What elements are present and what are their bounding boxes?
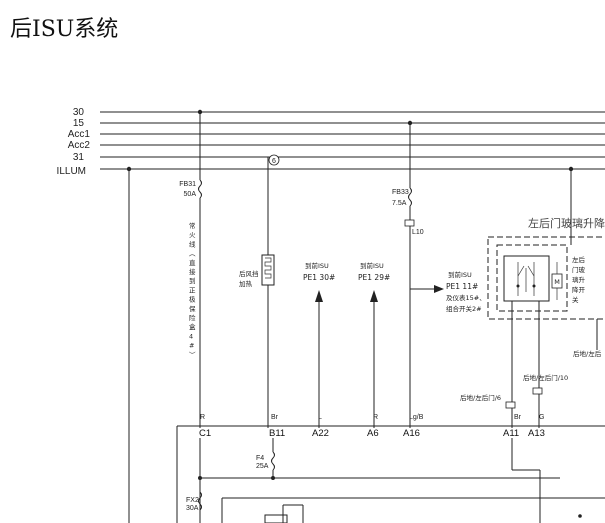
fb33-fuse-branch: FB33 7.5A L10 到前ISU PE1 11# 及仪表15#、 组合开关…: [392, 123, 486, 428]
window-lifter-module: 左后门玻璃升降 M 左后 门玻 璃升 降开 关: [487, 169, 605, 428]
pin-b11: B11: [269, 428, 285, 439]
bus-label-31: 31: [73, 152, 85, 163]
bus-label-acc1: Acc1: [68, 129, 91, 140]
to-pe1-29-line2: PE1 29#: [358, 273, 390, 282]
to-pe1-11-line1: 到前ISU: [448, 270, 472, 279]
wire-color-a22: L: [318, 414, 322, 421]
fx2-rating: 30A: [186, 505, 199, 512]
pin-a22: A22: [312, 428, 329, 439]
fb31-rating: 50A: [184, 191, 197, 198]
bus-label-acc2: Acc2: [68, 140, 91, 151]
to-pe1-11-line3: 及仪表15#、: [446, 293, 486, 302]
switch-label-5: 关: [572, 295, 579, 304]
node-marker: 6: [272, 158, 276, 165]
wire-color-c1: R: [200, 414, 205, 421]
isu-boundary: [176, 425, 605, 523]
wire-color-labels: R Br L R Lg/B Br G: [200, 414, 544, 421]
bus-label-15: 15: [73, 118, 85, 129]
bus-lines: [100, 111, 605, 170]
ground-labels: 后地/左后门/6 后地/左后门/10 后地/左后: [460, 349, 602, 409]
bus-label-30: 30: [73, 107, 85, 118]
wire-color-a13: G: [539, 414, 544, 421]
pin-c1: C1: [199, 428, 211, 439]
f4-rating: 25A: [256, 463, 269, 470]
fx2-name: FX2: [186, 497, 199, 504]
to-pe1-30-line2: PE1 30#: [303, 273, 335, 282]
heater-label-2: 加热: [239, 279, 253, 288]
pin-labels: C1 B11 A22 A6 A16 A11 A13: [199, 428, 545, 439]
pe1-30-branch: 到前ISU PE1 30#: [303, 261, 335, 428]
pe1-29-branch: 到前ISU PE1 29#: [358, 261, 390, 428]
pin-a16: A16: [403, 428, 420, 439]
ground-left-door-10: 后地/左后门/10: [523, 373, 568, 382]
bus-label-illum: ILLUM: [57, 166, 86, 177]
to-pe1-29-line1: 到前ISU: [360, 261, 384, 270]
svg-text:M: M: [554, 278, 560, 286]
to-pe1-11-line4: 组合开关2#: [446, 304, 482, 313]
to-pe1-30-line1: 到前ISU: [305, 261, 329, 270]
pin-a13: A13: [528, 428, 545, 439]
fb33-rating: 7.5A: [392, 200, 407, 207]
page-title: 后ISU系统: [10, 17, 118, 42]
bus-labels: 30 15 Acc1 Acc2 31 ILLUM: [57, 107, 91, 177]
ground-left-door-6: 后地/左后门/6: [460, 393, 501, 402]
to-pe1-11-line2: PE1 11#: [446, 282, 478, 291]
l10-label: L10: [412, 229, 424, 236]
wire-color-a6: R: [373, 414, 378, 421]
fb33-name: FB33: [392, 189, 409, 196]
switch-label-2: 门玻: [572, 265, 586, 274]
bus-junctions: [126, 109, 574, 172]
switch-label-3: 璃升: [572, 275, 586, 284]
switch-label-4: 降开: [572, 285, 586, 294]
switch-label-1: 左后: [572, 255, 586, 264]
internal-wiring: F4 25A FX2 30A: [186, 438, 605, 523]
module-title: 左后门玻璃升降: [528, 216, 605, 230]
f4-name: F4: [256, 455, 264, 462]
pin-a6: A6: [367, 428, 379, 439]
wire-color-b11: Br: [271, 414, 279, 421]
pin-a11: A11: [503, 428, 519, 439]
heater-branch: 6 后风挡 加热: [239, 154, 280, 428]
wire-color-a11: Br: [514, 414, 522, 421]
heater-label-1: 后风挡: [239, 269, 259, 278]
fb31-name: FB31: [179, 181, 196, 188]
wire-color-a16: Lg/B: [409, 414, 424, 421]
ground-left-door-right: 后地/左后: [573, 349, 602, 358]
